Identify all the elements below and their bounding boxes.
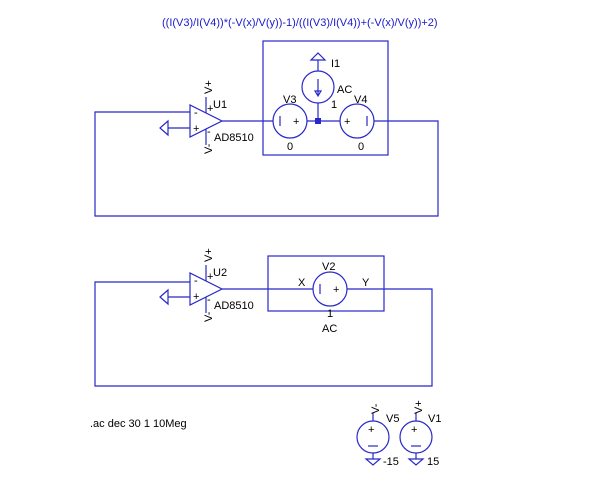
ground-icon [309, 52, 327, 61]
source-v2[interactable] [312, 271, 348, 307]
u2-vplus-label: V+ [203, 248, 215, 262]
v4-label: V4 [354, 94, 367, 106]
source-v3[interactable] [272, 103, 308, 139]
net-x-label: X [298, 277, 306, 289]
svg-text:+: + [333, 284, 339, 296]
v2-value: 1 [327, 308, 333, 320]
feedback-wire-bottom [94, 281, 433, 387]
ground-icon [159, 288, 169, 306]
svg-text:+: + [193, 123, 199, 135]
v1-net-label: V+ [413, 400, 425, 414]
u1-vplus-label: V+ [203, 80, 215, 94]
v5-net-label: V- [370, 403, 382, 414]
i1-type: AC [337, 84, 352, 96]
u2-ref: U2 [213, 267, 227, 279]
svg-text:+: + [207, 271, 213, 283]
feedback-wire-top [94, 111, 439, 217]
svg-text:-: - [207, 294, 211, 306]
svg-text:+: + [344, 116, 350, 128]
v5-label: V5 [386, 413, 399, 425]
top-circuit: - + + - V+ V- U1 AD8510 + + V3 0 V4 0 I1 [94, 40, 439, 217]
svg-text:+: + [293, 116, 299, 128]
u1-model: AD8510 [214, 132, 254, 144]
u1-ref: U1 [213, 99, 227, 111]
u2-vminus-label: V- [203, 311, 215, 322]
i1-value: 1 [331, 99, 337, 111]
net-y-label: Y [362, 277, 370, 289]
v4-value: 0 [358, 141, 364, 153]
ground-icon [407, 458, 425, 466]
opamp-u1[interactable]: - + + - [189, 97, 224, 145]
v3-value: 0 [287, 141, 293, 153]
svg-text:+: + [368, 424, 374, 436]
supply-v1[interactable]: + [399, 413, 433, 466]
opamp-u2[interactable]: - + + - [189, 265, 224, 313]
v3-label: V3 [283, 94, 296, 106]
svg-text:-: - [207, 126, 211, 138]
svg-text:-: - [194, 275, 198, 287]
svg-text:+: + [411, 424, 417, 436]
svg-text:+: + [207, 103, 213, 115]
bottom-circuit: - + + - V+ V- U2 AD8510 + X Y V2 1 AC [94, 248, 433, 387]
svg-text:-: - [194, 107, 198, 119]
v2-type: AC [322, 323, 337, 335]
v1-value: 15 [427, 456, 439, 468]
v1-label: V1 [428, 413, 441, 425]
v5-value: -15 [383, 456, 399, 468]
svg-text:+: + [193, 291, 199, 303]
v2-label: V2 [322, 261, 335, 273]
expression-text[interactable]: ((I(V3)/I(V4))*(-V(x)/V(y))-1)/((I(V3)/I… [162, 17, 438, 29]
ground-icon [159, 119, 169, 137]
u2-model: AD8510 [214, 300, 254, 312]
i1-label: I1 [331, 58, 340, 70]
ac-directive[interactable]: .ac dec 30 1 10Meg [90, 418, 187, 430]
bottom-box [267, 255, 385, 312]
u1-vminus-label: V- [203, 143, 215, 154]
top-box [262, 40, 389, 156]
supply-v5[interactable]: + [356, 413, 390, 466]
ground-icon [364, 458, 382, 466]
